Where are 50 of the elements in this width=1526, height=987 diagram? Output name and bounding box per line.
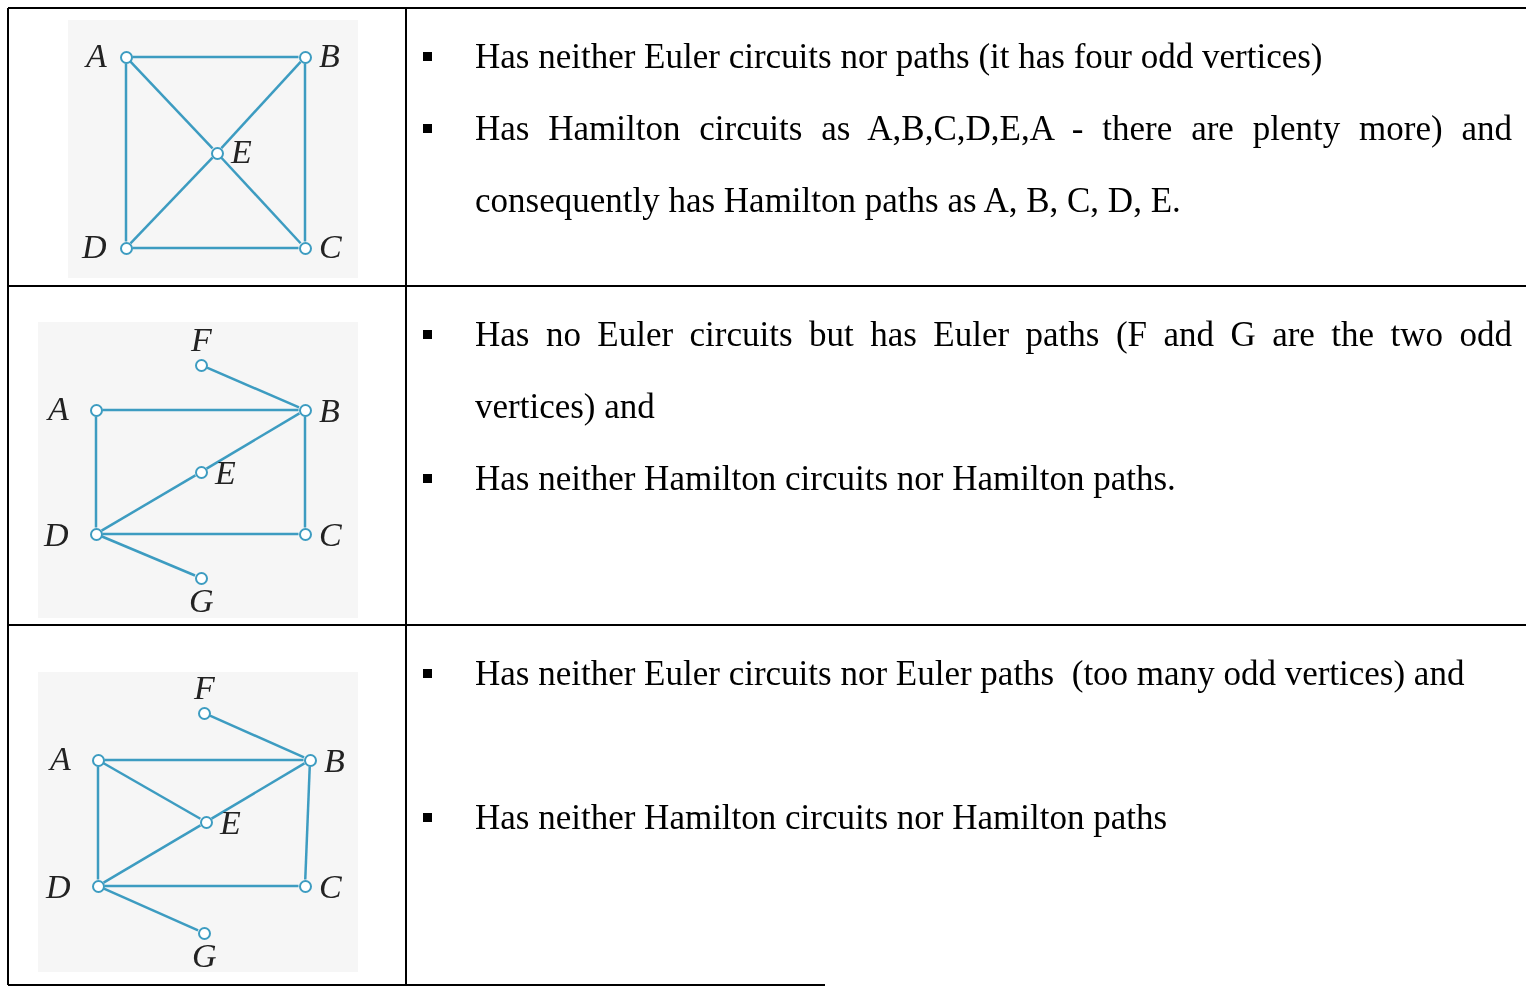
- graph-edge: [102, 408, 299, 412]
- vertex-label: F: [191, 323, 212, 357]
- vertex-label: E: [215, 456, 236, 490]
- vertex-label: C: [319, 518, 342, 552]
- vertex-label: D: [46, 870, 71, 904]
- vertex-label: C: [319, 230, 342, 264]
- graph-edge: [102, 824, 202, 884]
- graph-edge: [206, 366, 300, 409]
- graph-edge: [96, 766, 100, 880]
- graph-edge: [104, 758, 304, 762]
- graph-edge: [103, 762, 201, 820]
- bullet-text: Has neither Hamilton circuits nor Hamilton paths.: [475, 458, 1177, 500]
- graph-edge: [220, 60, 302, 150]
- vertex-label: A: [50, 742, 71, 776]
- bullet-text: Has neither Euler circuits nor Euler paths (too many odd vertices) and: [475, 653, 1466, 695]
- vertex-label: A: [48, 392, 69, 426]
- graph-edge: [132, 55, 299, 59]
- graph-edge: [205, 412, 301, 470]
- vertex-label: A: [86, 39, 107, 73]
- bullet-text: Has Hamilton circuits as A,B,C,D,E,A - there are plenty more) and consequently has Hamilton paths as A, B, C, D, E.: [475, 108, 1512, 222]
- graph-edge: [104, 884, 299, 888]
- graph-edge: [100, 474, 197, 532]
- graph-edge: [303, 416, 307, 528]
- bullet-text: Has no Euler circuits but has Euler paths (F and G are the two odd vertices) and: [475, 314, 1512, 428]
- graph-edge: [101, 535, 196, 577]
- graph-edge: [304, 766, 311, 880]
- vertex-label: F: [194, 671, 215, 705]
- vertex-label: E: [231, 135, 252, 169]
- graph-edge: [94, 416, 98, 528]
- vertex-label: B: [319, 39, 340, 73]
- graph-edge: [129, 156, 214, 245]
- graph-edge: [129, 60, 214, 150]
- vertex-label: E: [220, 806, 241, 840]
- vertex-label: B: [324, 744, 345, 778]
- graph-edge: [303, 63, 307, 242]
- vertex-label: G: [189, 584, 214, 618]
- vertex-label: D: [44, 518, 69, 552]
- vertex-label: G: [192, 939, 217, 973]
- vertex-label: C: [319, 870, 342, 904]
- graph-edge: [103, 887, 199, 932]
- vertex-label: D: [82, 230, 107, 264]
- graph-edge: [209, 714, 305, 759]
- vertex-label: B: [319, 394, 340, 428]
- graph-edge: [210, 762, 306, 820]
- graph-edge: [220, 156, 302, 245]
- bullet-text: Has neither Hamilton circuits nor Hamilton paths: [475, 797, 1169, 839]
- graph-edge: [132, 246, 299, 250]
- graph-edge: [102, 532, 299, 536]
- graph-edge: [124, 63, 128, 242]
- bullet-text: Has neither Euler circuits nor paths (it has four odd vertices): [475, 36, 1324, 78]
